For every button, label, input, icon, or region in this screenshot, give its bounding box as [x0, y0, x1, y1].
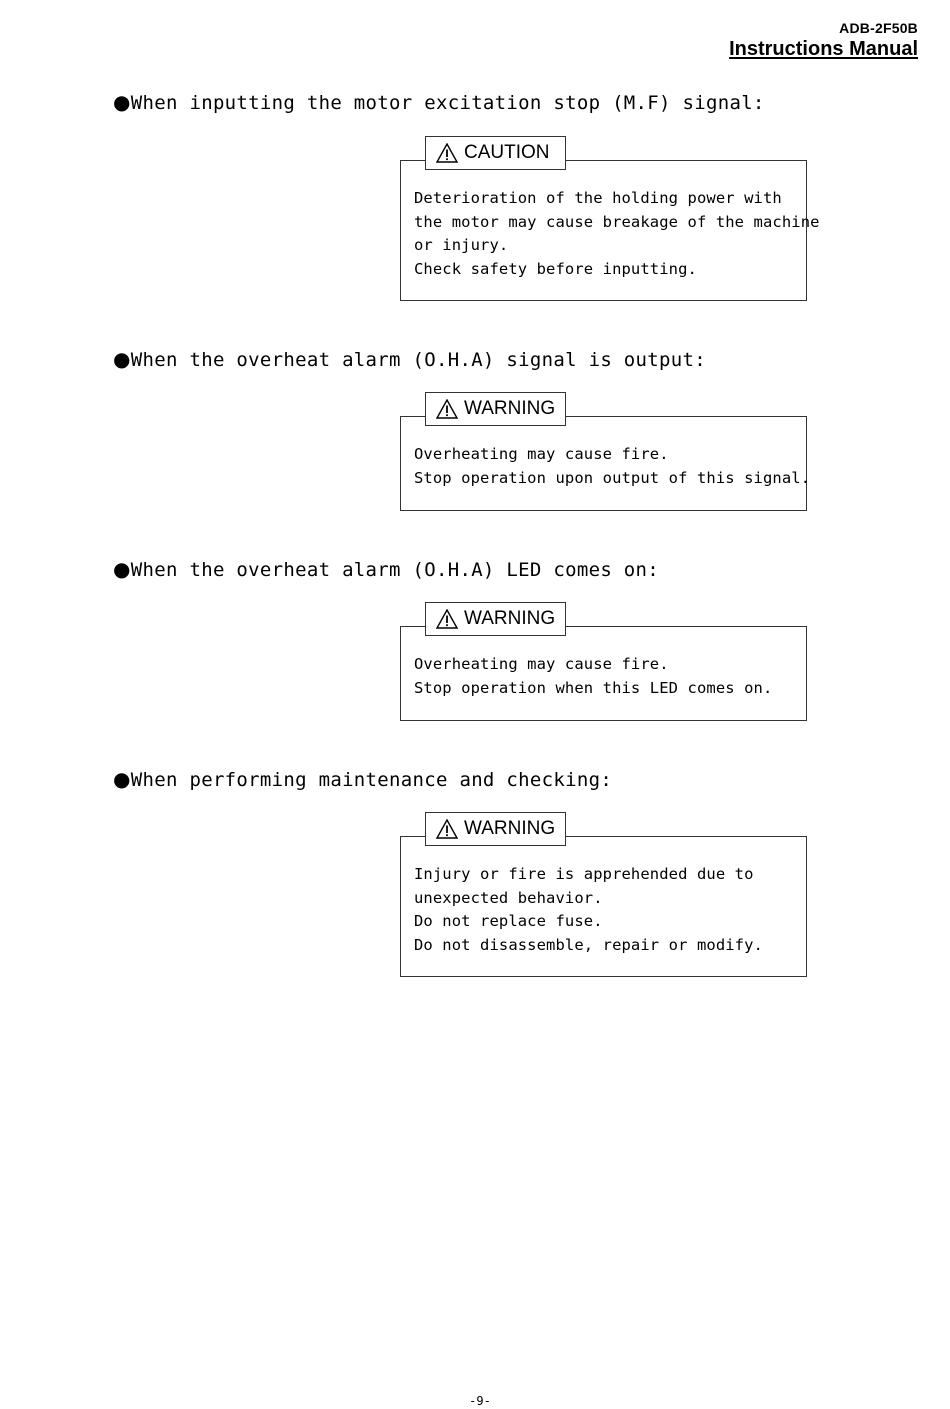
- notice-line: or injury.: [414, 236, 509, 254]
- notice-body: Injury or fire is apprehended due to une…: [414, 863, 763, 957]
- notice-line: Check safety before inputting.: [414, 259, 697, 278]
- warning-triangle-icon: [436, 609, 458, 629]
- notice-body: Overheating may cause fire. Stop operati…: [414, 653, 772, 700]
- notice-body: Deterioration of the holding power with …: [414, 187, 820, 281]
- notice-type-text: WARNING: [464, 398, 556, 419]
- section-heading-mf-signal: ●When inputting the motor excitation sto…: [113, 90, 765, 114]
- notice-type-text: CAUTION: [464, 142, 550, 163]
- warning-label: WARNING: [425, 602, 566, 636]
- warning-box-oha-signal: WARNING Overheating may cause fire. Stop…: [400, 392, 810, 511]
- warning-triangle-icon: [436, 819, 458, 839]
- section-heading-maintenance: ●When performing maintenance and checkin…: [113, 767, 612, 791]
- warning-label: WARNING: [425, 812, 566, 846]
- bullet-icon: ●: [113, 347, 131, 371]
- section-heading-text: When inputting the motor excitation stop…: [130, 92, 765, 114]
- section-heading-text: When performing maintenance and checking…: [130, 769, 613, 791]
- model-number: ADB-2F50B: [839, 20, 918, 36]
- document-title: Instructions Manual: [729, 38, 918, 60]
- warning-triangle-icon: [436, 399, 458, 419]
- notice-type-text: WARNING: [464, 818, 556, 839]
- notice-body: Overheating may cause fire. Stop operati…: [414, 443, 810, 490]
- caution-box: CAUTION Deterioration of the holding pow…: [400, 136, 819, 301]
- notice-line: Do not disassemble, repair or modify.: [414, 935, 763, 954]
- bullet-icon: ●: [113, 767, 131, 791]
- notice-line: Stop operation upon output of this signa…: [414, 468, 811, 487]
- section-heading-text: When the overheat alarm (O.H.A) signal i…: [130, 349, 706, 371]
- notice-line: Stop operation when this LED comes on.: [414, 678, 773, 697]
- section-heading-oha-signal: ●When the overheat alarm (O.H.A) signal …: [113, 347, 706, 371]
- warning-triangle-icon: [436, 143, 458, 163]
- notice-line: unexpected behavior.: [414, 888, 603, 907]
- section-heading-oha-led: ●When the overheat alarm (O.H.A) LED com…: [113, 557, 659, 581]
- notice-line: Deterioration of the holding power with: [414, 189, 782, 207]
- caution-label: CAUTION: [425, 136, 566, 170]
- warning-box-maintenance: WARNING Injury or fire is apprehended du…: [400, 812, 807, 977]
- warning-label: WARNING: [425, 392, 566, 426]
- notice-line: Injury or fire is apprehended due to: [414, 865, 754, 883]
- page-number: -9-: [469, 1394, 491, 1408]
- section-heading-text: When the overheat alarm (O.H.A) LED come…: [130, 559, 660, 581]
- notice-type-text: WARNING: [464, 608, 556, 629]
- notice-line: Overheating may cause fire.: [414, 655, 669, 673]
- notice-line: Do not replace fuse.: [414, 912, 603, 930]
- notice-line: the motor may cause breakage of the mach…: [414, 212, 820, 231]
- bullet-icon: ●: [113, 557, 131, 581]
- notice-line: Overheating may cause fire.: [414, 445, 669, 463]
- bullet-icon: ●: [113, 90, 131, 114]
- warning-box-oha-led: WARNING Overheating may cause fire. Stop…: [400, 602, 807, 721]
